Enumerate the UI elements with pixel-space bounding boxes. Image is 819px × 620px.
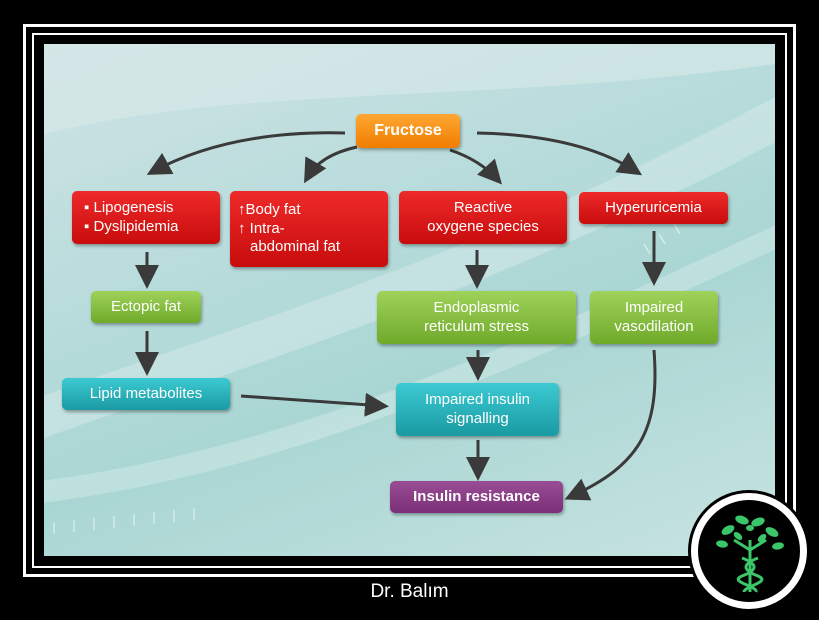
footer-caption: Dr. Balım bbox=[370, 581, 449, 602]
node-body-fat-line-2: ↑ Intra- bbox=[238, 219, 285, 237]
node-ros-line-1: Reactive bbox=[453, 198, 513, 216]
node-hyperuricemia: Hyperuricemia bbox=[579, 192, 728, 224]
node-ros: Reactive oxygene species bbox=[399, 191, 567, 244]
node-hyperuricemia-label: Hyperuricemia bbox=[605, 198, 702, 216]
arrow-fructose-hyperuricemia bbox=[476, 131, 643, 176]
node-body-fat-line-1: ↑Body fat bbox=[238, 200, 301, 218]
node-impaired-vasodilation-line-2: vasodilation bbox=[614, 317, 694, 335]
logo-badge bbox=[688, 490, 810, 612]
node-lipid-metabolites-label: Lipid metabolites bbox=[89, 384, 203, 402]
outer-frame bbox=[23, 24, 796, 577]
arrow-vasodilation-resistance bbox=[564, 349, 657, 501]
node-impaired-insulin-signalling-line-2: signalling bbox=[446, 409, 509, 427]
node-lipogenesis-line-1: ▪ Lipogenesis bbox=[84, 198, 174, 216]
node-insulin-resistance: Insulin resistance bbox=[390, 481, 563, 513]
node-lipogenesis: ▪ Lipogenesis ▪ Dyslipidemia bbox=[72, 191, 220, 244]
node-lipid-metabolites: Lipid metabolites bbox=[62, 378, 230, 410]
tree-dna-icon bbox=[716, 515, 784, 593]
node-ectopic-fat: Ectopic fat bbox=[91, 291, 201, 323]
node-ros-line-2: oxygene species bbox=[427, 217, 539, 235]
node-body-fat-line-3: abdominal fat bbox=[250, 238, 341, 256]
node-impaired-insulin-signalling: Impaired insulin signalling bbox=[396, 383, 559, 436]
arrow-fructose-ros bbox=[449, 148, 503, 185]
arrow-fructose-bodyfat bbox=[304, 145, 358, 184]
node-fructose: Fructose bbox=[356, 114, 460, 148]
node-er-stress-line-1: Endoplasmic bbox=[433, 298, 520, 316]
node-impaired-vasodilation-line-1: Impaired bbox=[624, 298, 684, 316]
arrow-fructose-lipogenesis bbox=[146, 131, 346, 175]
node-insulin-resistance-label: Insulin resistance bbox=[413, 487, 540, 505]
node-impaired-insulin-signalling-line-1: Impaired insulin bbox=[424, 390, 531, 408]
inner-frame bbox=[32, 33, 787, 568]
node-ectopic-fat-label: Ectopic fat bbox=[110, 297, 182, 315]
logo-inner bbox=[698, 500, 800, 602]
node-body-fat: ↑Body fat ↑ Intra- abdominal fat bbox=[230, 191, 388, 267]
node-fructose-label: Fructose bbox=[374, 122, 442, 139]
node-lipogenesis-line-2: ▪ Dyslipidemia bbox=[84, 217, 179, 235]
node-impaired-vasodilation: Impaired vasodilation bbox=[590, 291, 718, 344]
node-er-stress: Endoplasmic reticulum stress bbox=[377, 291, 576, 344]
node-er-stress-line-2: reticulum stress bbox=[423, 317, 530, 335]
arrow-lipid-signalling bbox=[240, 392, 389, 417]
